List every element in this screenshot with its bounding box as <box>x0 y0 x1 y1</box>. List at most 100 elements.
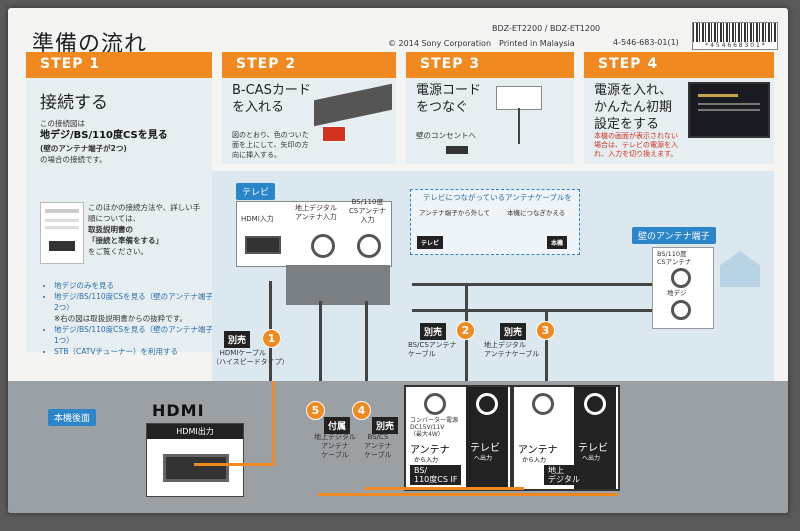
recorder-front-image <box>314 83 392 127</box>
terr-cable-v-label: 地上デジタル アンテナ ケーブル <box>314 433 356 459</box>
step1-bold: 地デジ/BS/110度CSを見る <box>40 130 168 141</box>
antenna-note-text: テレビにつながっているアンテナケーブルを <box>423 193 572 202</box>
bs-to-label: へ出力 <box>474 455 493 462</box>
manual-thumbnail <box>40 202 84 264</box>
tv-stand <box>286 265 390 305</box>
supplied-tag: 付属 <box>324 417 351 434</box>
step3-note: 壁のコンセントへ <box>416 131 476 140</box>
step1-other-block: このほかの接続方法や、詳しい手順については、 取扱説明書の 「接続と準備をする」… <box>88 202 206 257</box>
bs-input-label: BS/110度 CSアンテナ 入力 <box>349 198 387 224</box>
step1-panel: STEP 1 接続する この接続図は 地デジ/BS/110度CSを見る (壁のア… <box>26 52 220 356</box>
wall-plate: BS/110度 CSアンテナ 地デジ <box>652 247 714 329</box>
terr-section: テレビ へ出力 アンテナ から入力 地上 デジタル <box>512 385 620 491</box>
bs-port-icon <box>357 234 381 258</box>
bs-section-label: BS/ 110度CS IF <box>410 465 462 485</box>
setup-sheet: 準備の流れ BDZ-ET2200 / BDZ-ET1200 © 2014 Son… <box>8 8 788 513</box>
bs-tv-label: テレビ <box>470 443 500 454</box>
sold-separately-tag-4: 別売 <box>372 417 399 434</box>
step3-panel: STEP 3 電源コード をつなぐ 壁のコンセントへ <box>406 52 574 164</box>
connection-diagram: テレビ HDMI入力 地上デジタル アンテナ入力 BS/110度 CSアンテナ … <box>212 171 774 381</box>
step1-sub: (壁のアンテナ端子が2つ) <box>40 144 127 153</box>
step2-heading: B-CASカード を入れる <box>232 83 311 115</box>
terr-out-port-icon <box>584 393 606 415</box>
hdmi-out-panel: HDMI出力 <box>146 423 244 497</box>
antenna-step-a: アンテナ端子から外して <box>419 209 491 217</box>
cable-number-5: 5 <box>306 401 325 420</box>
bs-from-label: から入力 <box>414 457 439 464</box>
rear-panel-area: 本機後面 HDMI HDMI出力 5 付属 地上デジタル アンテナ ケーブル 4… <box>8 381 788 513</box>
bs-return-line <box>364 487 524 490</box>
part-number: 4-546-683-01(1) <box>613 38 679 47</box>
step1-manual: 取扱説明書の <box>88 225 133 234</box>
bs-out-block: テレビ へ出力 <box>466 387 508 489</box>
tv-port-panel: HDMI入力 地上デジタル アンテナ入力 BS/110度 CSアンテナ 入力 <box>236 198 392 267</box>
hdmi-out-label: HDMI出力 <box>147 424 243 439</box>
copyright: © 2014 Sony Corporation Printed in Malay… <box>388 39 575 48</box>
recorder-rear-image <box>496 86 542 110</box>
antenna-note-box: テレビにつながっているアンテナケーブルを アンテナ端子から外して 本機につなぎか… <box>410 189 580 255</box>
step4-heading: 電源を入れ、 かんたん初期 設定をする <box>594 83 673 132</box>
unit-small-label: 本機 <box>547 236 568 249</box>
step3-label: STEP 3 <box>406 52 574 78</box>
step4-label: STEP 4 <box>584 52 774 78</box>
wall-bs-port-icon <box>671 268 691 288</box>
connection-list: 地デジのみを見る 地デジ/BS/110度CSを見る（壁のアンテナ端子が2つ） ※… <box>44 280 222 357</box>
model-numbers: BDZ-ET2200 / BDZ-ET1200 <box>492 24 601 33</box>
converter-power-label: コンバーター電源 DC15V/11V （最大4W） <box>410 417 459 438</box>
hdmi-vertical-line <box>272 381 275 465</box>
list-item: 地デジ/BS/110度CSを見る（壁のアンテナ端子が2つ） <box>54 291 222 313</box>
sold-separately-tag-3: 別売 <box>500 323 527 340</box>
hdmi-connection-line <box>194 463 274 466</box>
power-plug-icon <box>446 146 468 154</box>
terr-input-label: 地上デジタル アンテナ入力 <box>295 204 337 221</box>
sold-separately-tag-1: 別売 <box>224 331 251 348</box>
tv-label: テレビ <box>236 183 276 200</box>
terr-antenna-label: 地デジ <box>667 289 687 297</box>
hdmi-logo: HDMI <box>152 401 205 420</box>
step4-note: 本機の画面が表示されない場合は、テレビの電源を入れ、入力を切り換えます。 <box>594 132 678 158</box>
list-item: 地デジのみを見る <box>54 280 222 291</box>
cable-number-4: 4 <box>352 401 371 420</box>
step2-note: 図のとおり、色のついた面を上にして、矢印の方向に挿入する。 <box>232 131 309 159</box>
terr-to-label: へ出力 <box>582 455 601 462</box>
list-item: STB（CATVチューナー）を利用する <box>54 346 222 357</box>
bs-in-port-icon <box>424 393 446 415</box>
cable-number-1: 1 <box>262 329 281 348</box>
terr-cable-3 <box>545 311 548 381</box>
rear-label: 本機後面 <box>48 409 97 426</box>
setup-screen-image <box>688 82 770 138</box>
step1-heading: 接続する <box>40 93 108 113</box>
wall-antenna-label: 壁のアンテナ端子 <box>632 227 716 244</box>
bs-cable-v-label: BS/CS アンテナ ケーブル <box>364 433 392 459</box>
antenna-step-b: 本機につなぎかえる <box>507 209 566 217</box>
bs-antenna-label: アンテナ <box>410 445 450 456</box>
bs-out-port-icon <box>476 393 498 415</box>
step1-see: をご覧ください。 <box>88 247 148 256</box>
power-cord <box>518 108 520 144</box>
step1-intro: この接続図は <box>40 119 85 128</box>
list-item: ※右の図は取扱説明書からの抜粋です。 <box>54 314 188 323</box>
hdmi-port-icon <box>245 236 281 254</box>
step3-heading: 電源コード をつなぐ <box>416 83 482 115</box>
terr-cable-5 <box>319 301 322 381</box>
bs-if-section: コンバーター電源 DC15V/11V （最大4W） テレビ へ出力 アンテナ か… <box>404 385 512 491</box>
terr-return-line <box>318 493 618 496</box>
step4-panel: STEP 4 電源を入れ、 かんたん初期 設定をする 本機の画面が表示されない場… <box>584 52 774 164</box>
step1-intro-block: この接続図は 地デジ/BS/110度CSを見る (壁のアンテナ端子が2つ) の場… <box>40 118 205 165</box>
terr-section-label: 地上 デジタル <box>544 465 584 485</box>
step1-tail: の場合の接続です。 <box>40 155 107 164</box>
step1-label: STEP 1 <box>26 52 212 78</box>
terr-antenna-label-rear: アンテナ <box>518 445 558 456</box>
barcode-text: * 4 5 4 6 6 8 3 0 1 * <box>693 42 777 49</box>
hdmi-out-port-icon <box>163 454 229 482</box>
barcode: * 4 5 4 6 6 8 3 0 1 * <box>692 22 778 50</box>
hdmi-cable-label: HDMIケーブル （ハイスピードタイプ） <box>212 349 289 366</box>
list-item: 地デジ/BS/110度CSを見る（壁のアンテナ端子が1つ） <box>54 324 222 346</box>
bcas-card-image <box>322 126 346 142</box>
wall-terr-port-icon <box>671 300 691 320</box>
terr-tv-label: テレビ <box>578 443 608 454</box>
bs-cable-4 <box>365 301 368 381</box>
hdmi-input-label: HDMI入力 <box>241 215 274 223</box>
cable-number-2: 2 <box>456 321 475 340</box>
cable-number-3: 3 <box>536 321 555 340</box>
